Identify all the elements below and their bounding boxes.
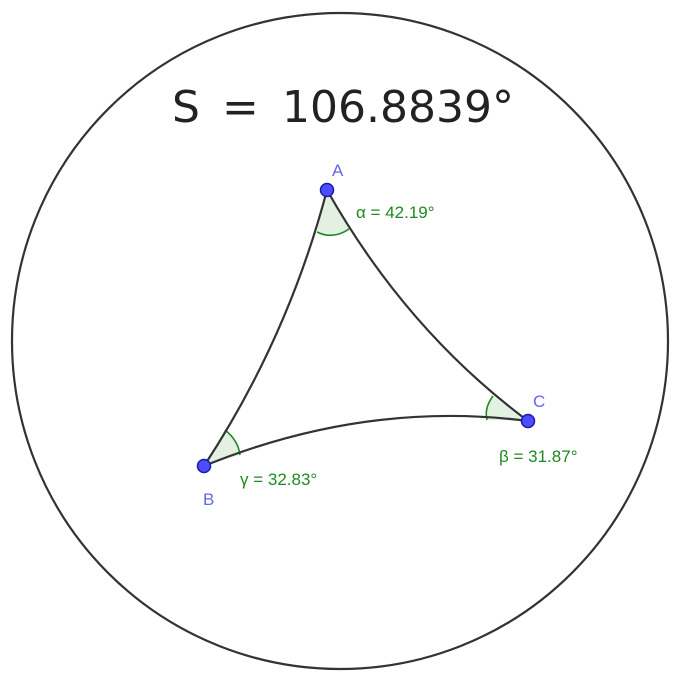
vertex-a[interactable] [319, 182, 335, 198]
angle-label-alpha: α = 42.19° [356, 203, 435, 222]
angle-marker-beta [486, 396, 528, 421]
vertex-c[interactable] [520, 413, 536, 429]
angle-marker-gamma [204, 430, 240, 466]
vertex-b[interactable] [196, 458, 212, 474]
sum-value: 106.8839° [282, 82, 514, 133]
angle-arc-alpha [316, 228, 350, 237]
angle-label-beta: β = 31.87° [499, 447, 578, 466]
disk-boundary [10, 11, 670, 671]
sum-symbol: S [172, 82, 200, 133]
edge-bc [203, 414, 529, 468]
vertex-label-b: B [203, 490, 214, 509]
edge-ac [326, 189, 529, 422]
angle-label-gamma: γ = 32.83° [240, 470, 317, 489]
edge-ab [203, 189, 329, 467]
vertex-label-c: C [533, 392, 545, 411]
sum-equals: = [222, 82, 259, 133]
vertex-label-a: A [332, 161, 344, 180]
